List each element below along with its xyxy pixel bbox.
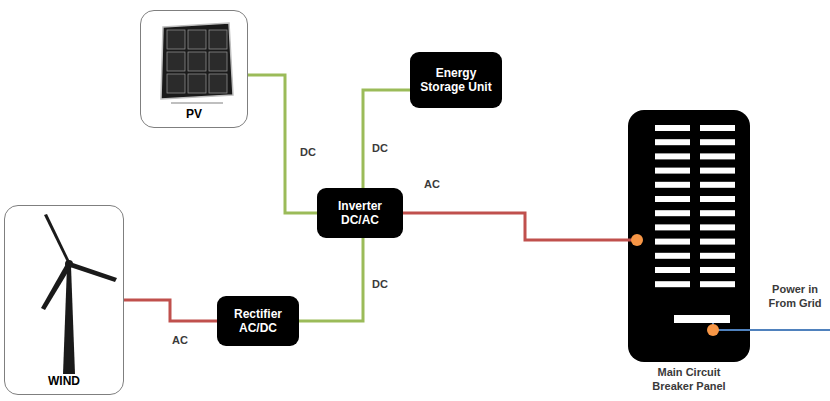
edge-label: DC	[372, 278, 388, 290]
grid-label: Power in From Grid	[764, 283, 826, 311]
breaker-slot	[700, 239, 735, 245]
process-box: Rectifier AC/DC	[217, 296, 299, 346]
breaker-slot	[700, 182, 735, 188]
solar-cell	[209, 52, 227, 71]
panel-base	[171, 102, 223, 104]
solar-cell	[209, 30, 227, 49]
turbine-blade	[41, 264, 71, 310]
connector	[363, 90, 410, 188]
breaker-slot	[700, 196, 735, 202]
node-label: WIND	[5, 374, 123, 388]
panel-breakers	[628, 110, 750, 362]
breaker-slot	[655, 267, 690, 273]
connector	[248, 75, 317, 213]
breaker-slot	[655, 168, 690, 174]
connector	[299, 238, 363, 321]
turbine-blade	[44, 214, 71, 264]
edge-label: DC	[300, 146, 316, 158]
breaker-slot	[700, 210, 735, 216]
process-box: Energy Storage Unit	[410, 52, 502, 108]
breaker-slot	[655, 281, 690, 287]
panel-label: Main Circuit Breaker Panel	[639, 366, 739, 394]
edge-label: DC	[372, 142, 388, 154]
edge-label: AC	[172, 334, 188, 346]
main-breaker	[674, 315, 730, 323]
breaker-slot	[700, 153, 735, 159]
wind-turbine-icon	[5, 206, 125, 396]
turbine-blade	[67, 262, 117, 282]
breaker-panel: Main Circuit Breaker Panel	[600, 110, 778, 400]
breaker-slot	[700, 253, 735, 259]
breaker-slot	[655, 253, 690, 259]
source-box: PV	[140, 10, 248, 128]
solar-cell	[188, 74, 206, 93]
breaker-slot	[655, 224, 690, 230]
node-label: Rectifier AC/DC	[223, 307, 293, 336]
node-label: Energy Storage Unit	[416, 66, 496, 95]
solar-cell	[209, 74, 227, 93]
breaker-slot	[700, 125, 735, 131]
solar-cell	[167, 74, 185, 93]
breaker-slot	[700, 168, 735, 174]
edge-label: AC	[424, 178, 440, 190]
breaker-slot	[655, 210, 690, 216]
connector	[403, 213, 628, 240]
breaker-slot	[700, 139, 735, 145]
turbine-tower	[63, 266, 75, 374]
source-box: WIND	[4, 205, 124, 395]
solar-cell	[188, 30, 206, 49]
solar-cell	[167, 30, 185, 49]
connector	[124, 300, 217, 321]
breaker-slot	[700, 224, 735, 230]
breaker-slot	[655, 139, 690, 145]
process-box: Inverter DC/AC	[317, 188, 403, 238]
breaker-slot	[655, 182, 690, 188]
breaker-slot	[655, 125, 690, 131]
solar-cell	[167, 52, 185, 71]
solar-panel-frame	[161, 23, 233, 99]
panel-cabinet	[628, 110, 750, 362]
node-label: Inverter DC/AC	[323, 199, 397, 228]
breaker-slot	[655, 196, 690, 202]
solar-cell	[188, 52, 206, 71]
breaker-slot	[700, 281, 735, 287]
breaker-slot	[655, 153, 690, 159]
breaker-slot	[655, 239, 690, 245]
node-label: PV	[141, 107, 247, 121]
breaker-slot	[700, 267, 735, 273]
grid-wire	[713, 323, 830, 330]
connection-dot	[631, 234, 643, 246]
connection-dot	[707, 324, 719, 336]
